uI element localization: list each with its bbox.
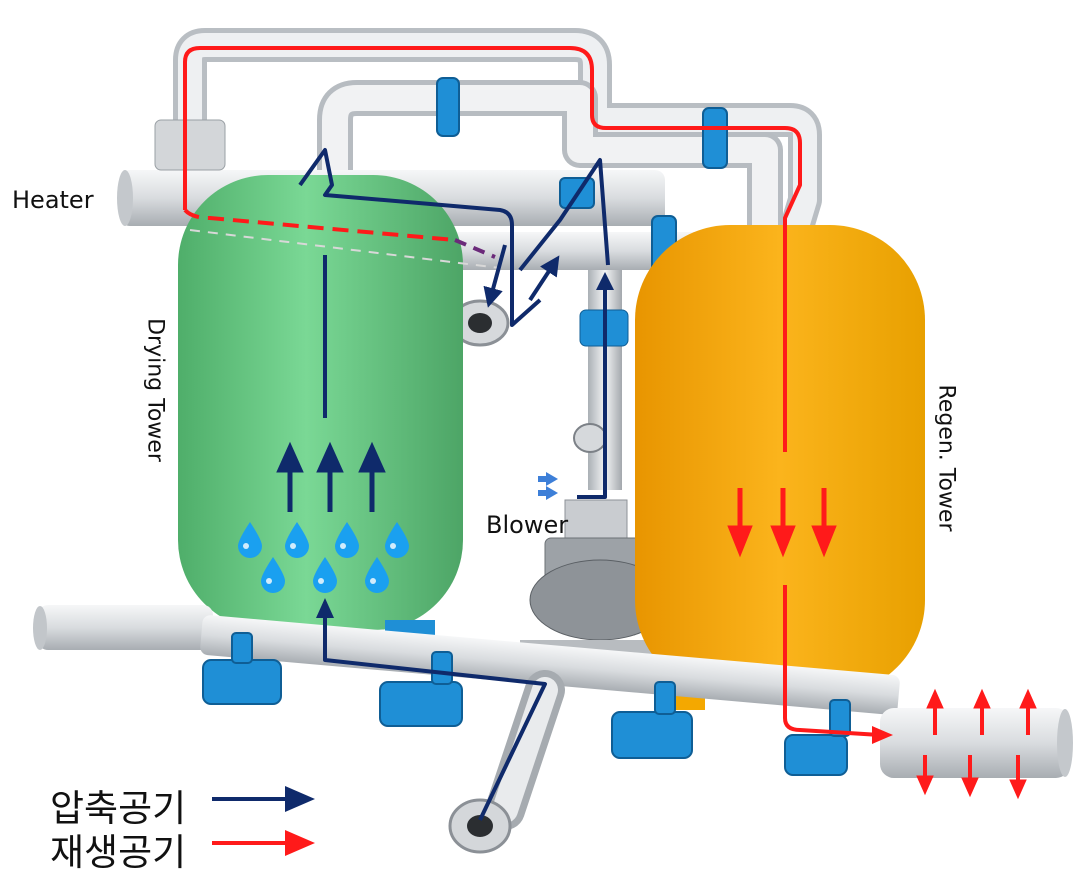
- legend-regen-arrow: [212, 830, 315, 856]
- compressed-inlet-arrowhead: [316, 598, 334, 618]
- up-arrow-icon: [276, 441, 386, 512]
- blower-input-arrow-icon: [538, 472, 558, 500]
- drying-tower-label: Drying Tower: [142, 318, 168, 462]
- compressed-air-inlet-line: [323, 615, 547, 821]
- compressed-air-top-loop: [298, 148, 542, 327]
- compressed-air-blower-line: [577, 285, 607, 499]
- compressed-air-path: [298, 148, 610, 821]
- compressed-air-right-loop: [518, 158, 610, 272]
- blower-up-arrowhead: [596, 272, 614, 290]
- heater-label: Heater: [12, 186, 94, 214]
- blower-label: Blower: [486, 511, 569, 539]
- regen-outlet-arrowhead: [872, 726, 893, 744]
- regen-dashed-light: [189, 229, 501, 269]
- regen-air-path: [183, 46, 881, 737]
- bottom-manifold: [33, 605, 1073, 854]
- down-arrow-icon: [727, 488, 837, 558]
- legend-regen-label: 재생공기: [50, 831, 187, 874]
- water-drop-icon: [238, 522, 409, 593]
- regen-tower: [635, 225, 925, 710]
- legend-compressed-label: 압축공기: [50, 787, 187, 830]
- regen-air-dashed-purple: [454, 238, 496, 259]
- compressed-air-small-arrow: [528, 255, 560, 302]
- regen-air-line-dashed: [183, 208, 456, 242]
- regen-air-line-bottom: [783, 585, 881, 737]
- legend-compressed-arrow: [212, 786, 315, 812]
- regen-tower-label: Regen. Tower: [933, 384, 959, 532]
- compressed-air-diag: [483, 244, 507, 308]
- regen-air-line-top: [183, 46, 802, 452]
- exhaust-arrows: [916, 688, 1037, 800]
